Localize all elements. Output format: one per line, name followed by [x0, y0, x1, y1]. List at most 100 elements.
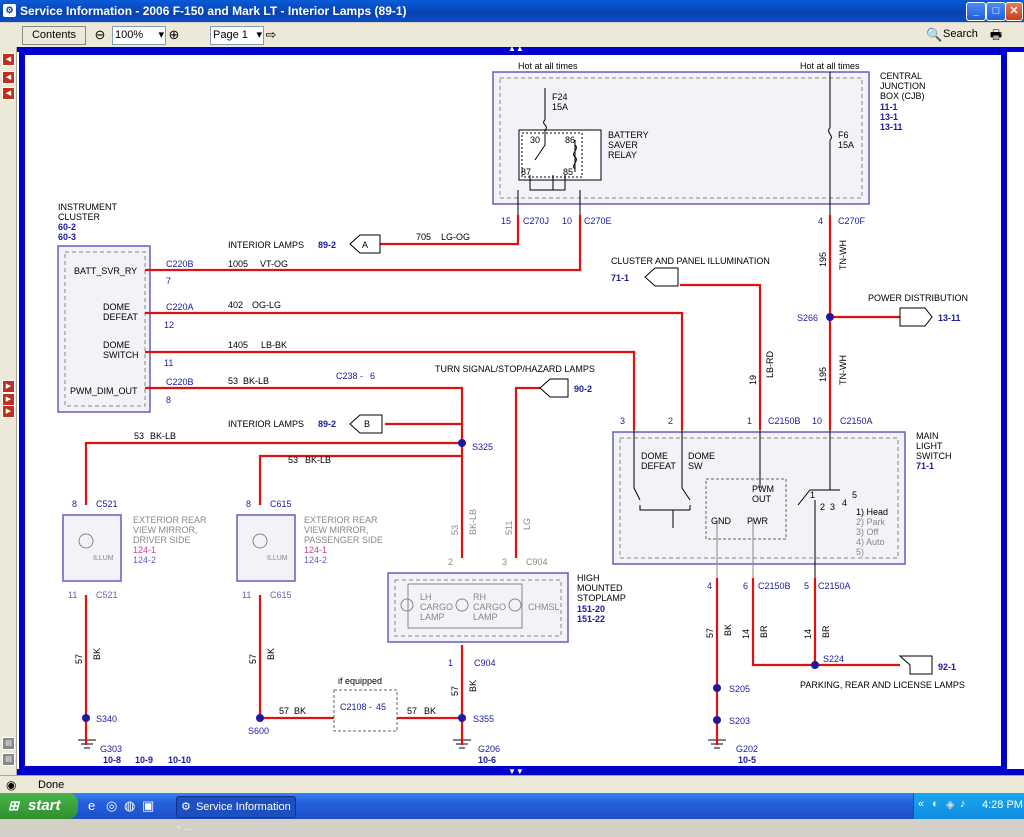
interior-lamps-label-2: INTERIOR LAMPS	[228, 419, 304, 429]
c521-pin: 8	[72, 499, 77, 509]
wire-511-color: LG	[522, 518, 532, 530]
ic-label-1: INSTRUMENT	[58, 202, 117, 212]
c2150a-bot: C2150A	[818, 581, 851, 591]
search-button[interactable]: Search	[943, 28, 978, 40]
close-button[interactable]: ✕	[1005, 2, 1023, 21]
windows-logo-icon: ⊞	[8, 798, 19, 813]
title-bar: ⚙ Service Information - 2006 F-150 and M…	[0, 0, 1024, 22]
mls-label-2: LIGHT	[916, 441, 943, 451]
panel-icon[interactable]: ▤	[2, 737, 15, 750]
zoom-select[interactable]: 100%▾	[112, 26, 166, 45]
dome-defeat-switch	[633, 430, 674, 528]
illum-pass: ILLUM	[267, 555, 288, 562]
bulb-icon	[455, 598, 469, 612]
ic-inner	[64, 251, 146, 407]
wire-53v-num: 53	[450, 525, 460, 535]
ie-quicklaunch-icon[interactable]: e	[88, 798, 96, 813]
tray-icon[interactable]: ◐	[932, 798, 939, 810]
cjb-label-2: JUNCTION	[880, 81, 926, 91]
zoom-out-icon[interactable]: ⊖	[94, 27, 106, 42]
quicklaunch-icon[interactable]: ◎	[106, 798, 118, 813]
c904b-pin: 1	[448, 658, 453, 668]
app-icon: ⚙	[3, 4, 16, 17]
speaker-icon[interactable]: ♪	[960, 798, 966, 810]
wire-53v-color: BK-LB	[468, 509, 478, 535]
f24-label: F24	[552, 92, 568, 102]
splices	[82, 313, 834, 724]
chevron-down-icon: ▾	[256, 29, 262, 41]
flag-cluster	[644, 267, 679, 287]
wire-402-color: OG-LG	[252, 300, 281, 310]
dome-sw-1: DOME	[688, 451, 715, 461]
pwm-out-1: PWM	[752, 484, 774, 494]
nav-arrow-icon[interactable]: ◀	[2, 87, 15, 100]
mirror-pass-2: VIEW MIRROR,	[304, 525, 369, 535]
relay-box	[518, 129, 602, 181]
cjb-label-3: BOX (CJB)	[880, 91, 925, 101]
quicklaunch-icon[interactable]: ◍	[124, 798, 136, 813]
flag-b	[349, 414, 383, 434]
nav-arrow-icon[interactable]: ▶	[2, 380, 15, 393]
c2108-label: C2108 -	[340, 702, 372, 712]
c521b-label: C521	[96, 590, 118, 600]
minimize-button[interactable]: _	[966, 2, 986, 21]
splice-s224	[811, 661, 819, 669]
wire-1005-num: 1005	[228, 259, 248, 269]
nav-arrow-icon[interactable]: ◀	[2, 71, 15, 84]
relay-pin-87: 87	[521, 167, 531, 177]
hmsl-inner	[394, 579, 562, 637]
mirror-driver-ref-2: 124-2	[133, 555, 156, 565]
search-icon[interactable]: 🔍	[926, 27, 943, 42]
mirror-driver-1: EXTERIOR REAR	[133, 515, 207, 525]
ic-box	[57, 245, 151, 413]
mirror-driver-2: VIEW MIRROR,	[133, 525, 198, 535]
nav-arrow-icon[interactable]: ◀	[2, 53, 15, 66]
cjb-ref-3: 13-11	[880, 122, 903, 132]
goto-page-icon[interactable]: ⇨	[265, 27, 277, 42]
chevron-down-icon: ▾	[158, 29, 164, 41]
zoom-in-icon[interactable]: ⊕	[168, 27, 180, 42]
nav-arrow-icon[interactable]: ▶	[2, 405, 15, 418]
taskbar-item-service-info[interactable]: ⚙ Service Information - ...	[176, 796, 296, 833]
cluster-panel-label: CLUSTER AND PANEL ILLUMINATION	[611, 256, 770, 266]
pwm-box	[705, 478, 787, 540]
tray-icon[interactable]: ◈	[946, 799, 955, 811]
flags	[349, 234, 933, 675]
mirror-pass-1: EXTERIOR REAR	[304, 515, 378, 525]
s325-label: S325	[472, 442, 493, 452]
scroll-marker-icon[interactable]: ▲▲	[508, 47, 524, 53]
page-select[interactable]: Page 1▾	[210, 26, 264, 45]
wire-57-5-color: BK	[424, 706, 436, 716]
relay-pin-30: 30	[530, 135, 540, 145]
wire-14a-color: BR	[759, 625, 769, 638]
sw-legend-1: 1) Head	[856, 507, 888, 517]
g303-label: G303	[100, 744, 122, 754]
panel-icon[interactable]: ▤	[2, 753, 15, 766]
cjb-label-1: CENTRAL	[880, 71, 922, 81]
scroll-marker-icon[interactable]: ▼▼	[508, 767, 524, 775]
mls-pin-2: 2	[668, 416, 673, 426]
print-icon[interactable]: 🖶	[989, 27, 1003, 42]
wire-57-1-num: 57	[74, 654, 84, 664]
relay-bottom	[529, 175, 566, 191]
c238-label: C238 -	[336, 371, 363, 381]
wire-511-num: 511	[504, 521, 514, 535]
maximize-button[interactable]: □	[986, 2, 1006, 21]
c2150b-bot: C2150B	[758, 581, 791, 591]
tray-arrow-icon[interactable]: «	[918, 798, 925, 810]
quicklaunch-icon[interactable]: ▣	[142, 798, 155, 813]
g202-label: G202	[736, 744, 758, 754]
wire-705-color: LG-OG	[441, 232, 470, 242]
parking-label: PARKING, REAR AND LICENSE LAMPS	[800, 680, 965, 690]
wire-195-color: TN-WH	[838, 240, 848, 270]
contents-button[interactable]: Contents	[22, 26, 86, 45]
sw-legend-2: 2) Park	[856, 517, 886, 527]
g303-ref-3: 10-10	[168, 755, 191, 765]
left-sidebar: ◀ ◀ ◀ ▶ ▶ ▶ ▤ ▤	[0, 47, 17, 775]
wire-57-6-num: 57	[705, 628, 715, 638]
wire-195b-color: TN-WH	[838, 355, 848, 385]
start-button[interactable]: ⊞ start	[0, 793, 78, 819]
g303-ref-1: 10-8	[103, 755, 121, 765]
s205-label: S205	[729, 684, 750, 694]
c238-pin: 6	[370, 371, 375, 381]
